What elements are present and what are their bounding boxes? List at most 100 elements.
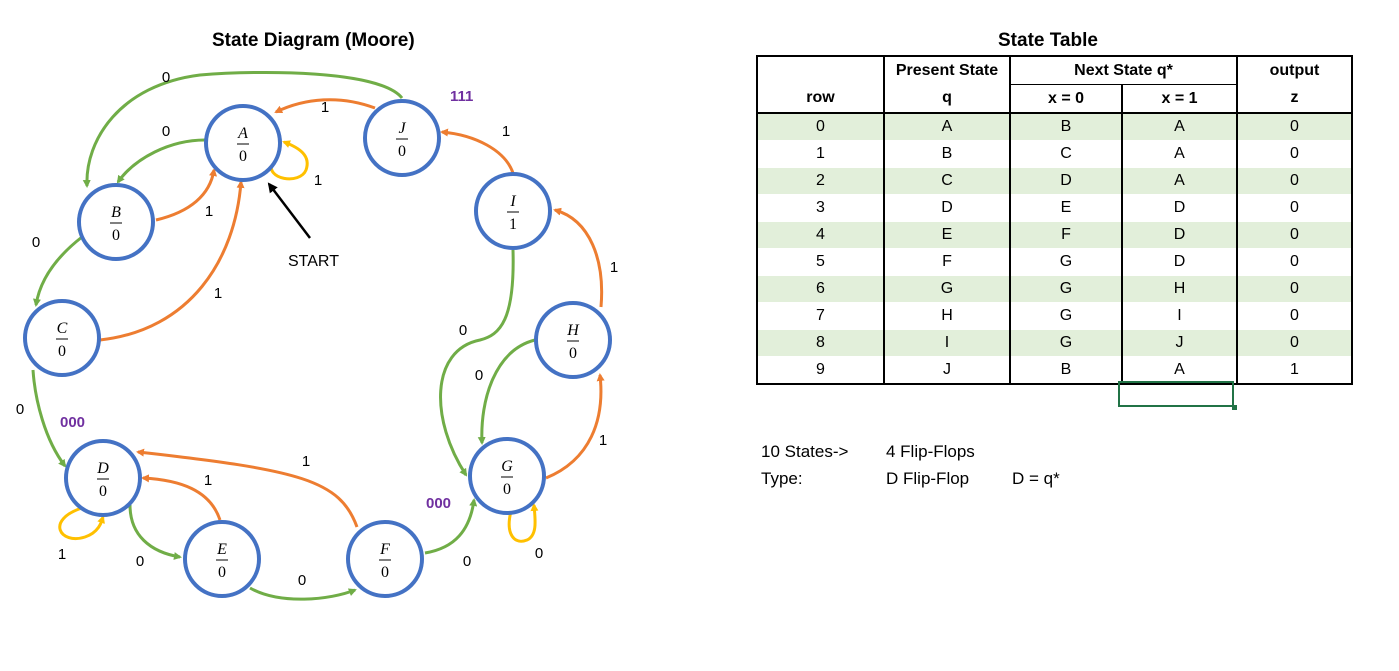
cell-x1: A	[1121, 140, 1238, 168]
note-equation: D = q*	[1012, 469, 1060, 488]
state-h: H0	[534, 301, 612, 379]
fill-handle[interactable]	[1232, 405, 1237, 410]
transition-h-g	[477, 338, 536, 445]
cell-x1: D	[1121, 221, 1238, 249]
header-output: output	[1236, 55, 1353, 85]
cell-x1: A	[1121, 167, 1238, 195]
cell-q: I	[883, 329, 1011, 357]
transition-b-c	[33, 235, 83, 307]
cell-x1: I	[1121, 302, 1238, 330]
transition-a-a	[269, 140, 309, 181]
state-name: D	[96, 460, 109, 477]
transition-a-b	[116, 138, 206, 184]
state-circle	[204, 104, 282, 182]
header-row: row	[756, 84, 885, 114]
cell-row: 2	[756, 167, 885, 195]
transition-label-d-d: 1	[58, 546, 66, 563]
state-circle	[183, 520, 261, 598]
cell-x0: G	[1009, 275, 1123, 303]
transition-label-b-a: 1	[205, 203, 213, 220]
state-i: I1	[474, 172, 552, 250]
state-c: C0	[23, 299, 101, 377]
state-circle	[363, 99, 441, 177]
transition-label-g-h: 1	[599, 432, 607, 449]
transition-c-a	[99, 180, 245, 342]
header-q: q	[883, 84, 1011, 114]
state-output: 0	[58, 343, 66, 360]
cell-row: 5	[756, 248, 885, 276]
transition-e-f	[249, 586, 357, 601]
transition-label-h-g: 0	[475, 367, 483, 384]
cell-x1: H	[1121, 275, 1238, 303]
state-name: F	[379, 541, 390, 558]
state-circle	[346, 520, 424, 598]
state-output: 0	[112, 227, 120, 244]
state-output: 0	[569, 345, 577, 362]
cell-x0: B	[1009, 356, 1123, 385]
state-output: 0	[99, 483, 107, 500]
transition-label-c-d: 0	[16, 401, 24, 418]
note-type-value: D Flip-Flop	[886, 469, 970, 488]
header-x1: x = 1	[1121, 84, 1238, 114]
transition-e-d	[141, 474, 222, 521]
transition-j-b	[82, 71, 404, 188]
transition-label-j-b: 0	[162, 69, 170, 86]
start-label: START	[288, 253, 339, 270]
selected-cell[interactable]	[1118, 381, 1234, 407]
transition-b-a	[155, 168, 217, 222]
transition-i-j	[440, 128, 515, 174]
cell-z: 1	[1236, 356, 1353, 385]
state-b: B0	[77, 183, 155, 261]
state-j: J0	[363, 99, 441, 177]
state-a: A0	[204, 104, 282, 182]
state-e: E0	[183, 520, 261, 598]
cell-x1: J	[1121, 329, 1238, 357]
transition-f-g	[424, 498, 478, 555]
cell-row: 7	[756, 302, 885, 330]
table-title: State Table	[998, 30, 1098, 51]
state-circle	[64, 439, 142, 517]
state-output: 0	[239, 148, 247, 165]
cell-x1: D	[1121, 194, 1238, 222]
cell-z: 0	[1236, 167, 1353, 195]
transition-edges	[31, 71, 605, 601]
transition-label-g-g: 0	[535, 545, 543, 562]
cell-x0: F	[1009, 221, 1123, 249]
state-name: A	[237, 125, 248, 142]
state-output: 0	[398, 143, 406, 160]
state-circle	[468, 437, 546, 515]
transition-d-e	[128, 504, 182, 560]
transition-label-f-d: 1	[302, 453, 310, 470]
state-circle	[77, 183, 155, 261]
transition-c-d	[31, 369, 67, 468]
cell-x0: B	[1009, 112, 1123, 141]
transition-g-g	[507, 503, 539, 543]
cell-z: 0	[1236, 248, 1353, 276]
cell-row: 1	[756, 140, 885, 168]
cell-q: C	[883, 167, 1011, 195]
cell-row: 0	[756, 112, 885, 141]
state-circle	[474, 172, 552, 250]
transition-label-h-i: 1	[610, 259, 618, 276]
table-header-row: Present State Next State q* output	[756, 55, 1353, 85]
cell-row: 9	[756, 356, 885, 385]
transition-label-d-e: 0	[136, 553, 144, 570]
state-circle	[534, 301, 612, 379]
cell-q: A	[883, 112, 1011, 141]
state-name: C	[57, 320, 68, 337]
state-g: G0	[468, 437, 546, 515]
state-table: Present State Next State q* output row q…	[756, 55, 1353, 385]
cell-q: D	[883, 194, 1011, 222]
cell-x1: D	[1121, 248, 1238, 276]
cell-z: 0	[1236, 302, 1353, 330]
